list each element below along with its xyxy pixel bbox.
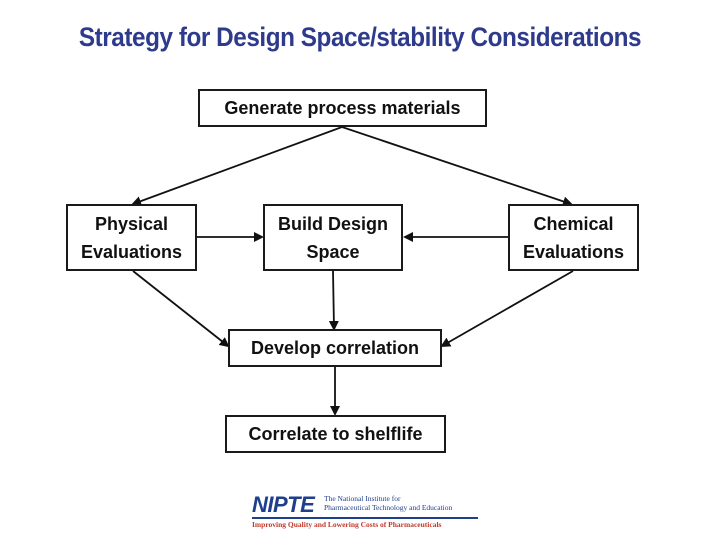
logo-institute-line-2: Pharmaceutical Technology and Education bbox=[324, 502, 453, 512]
node-label: Generate process materials bbox=[224, 98, 461, 118]
arrow-physical-to-develop bbox=[132, 270, 230, 348]
node-label-line-2: Evaluations bbox=[522, 241, 625, 262]
nipte-logo: NIPTE The National Institute for Pharmac… bbox=[252, 492, 480, 530]
node-label: Correlate to shelflife bbox=[248, 424, 423, 444]
logo-institute-name: The National Institute for Pharmaceutica… bbox=[324, 494, 453, 512]
logo-divider bbox=[252, 517, 478, 519]
arrow-generate-to-chemical bbox=[341, 126, 573, 207]
node-correlate-to-shelflife: Correlate to shelflife bbox=[225, 415, 446, 453]
node-develop-correlation: Develop correlation bbox=[228, 329, 442, 367]
node-chemical-evaluations: Chemical Evaluations bbox=[508, 204, 639, 271]
arrow-chemical-to-develop bbox=[440, 270, 574, 347]
node-generate-process-materials: Generate process materials bbox=[198, 89, 487, 127]
arrow-build-to-develop bbox=[328, 270, 339, 331]
logo-institute-line-1: The National Institute for bbox=[324, 494, 401, 503]
logo-tagline: Improving Quality and Lowering Costs of … bbox=[252, 520, 442, 529]
node-build-design-space: Build Design Space bbox=[263, 204, 403, 271]
arrow-generate-to-physical bbox=[131, 126, 343, 206]
node-physical-evaluations: Physical Evaluations bbox=[66, 204, 197, 271]
node-label-line-1: Physical bbox=[94, 213, 169, 234]
node-label: Develop correlation bbox=[250, 338, 420, 358]
node-label-line-2: Space bbox=[306, 241, 360, 262]
node-label-line-2: Evaluations bbox=[80, 241, 183, 262]
node-label-line-1: Build Design bbox=[277, 213, 388, 234]
node-label-line-1: Chemical bbox=[533, 213, 614, 234]
logo-brand: NIPTE bbox=[252, 492, 315, 517]
slide-title: Strategy for Design Space/stability Cons… bbox=[78, 22, 642, 52]
